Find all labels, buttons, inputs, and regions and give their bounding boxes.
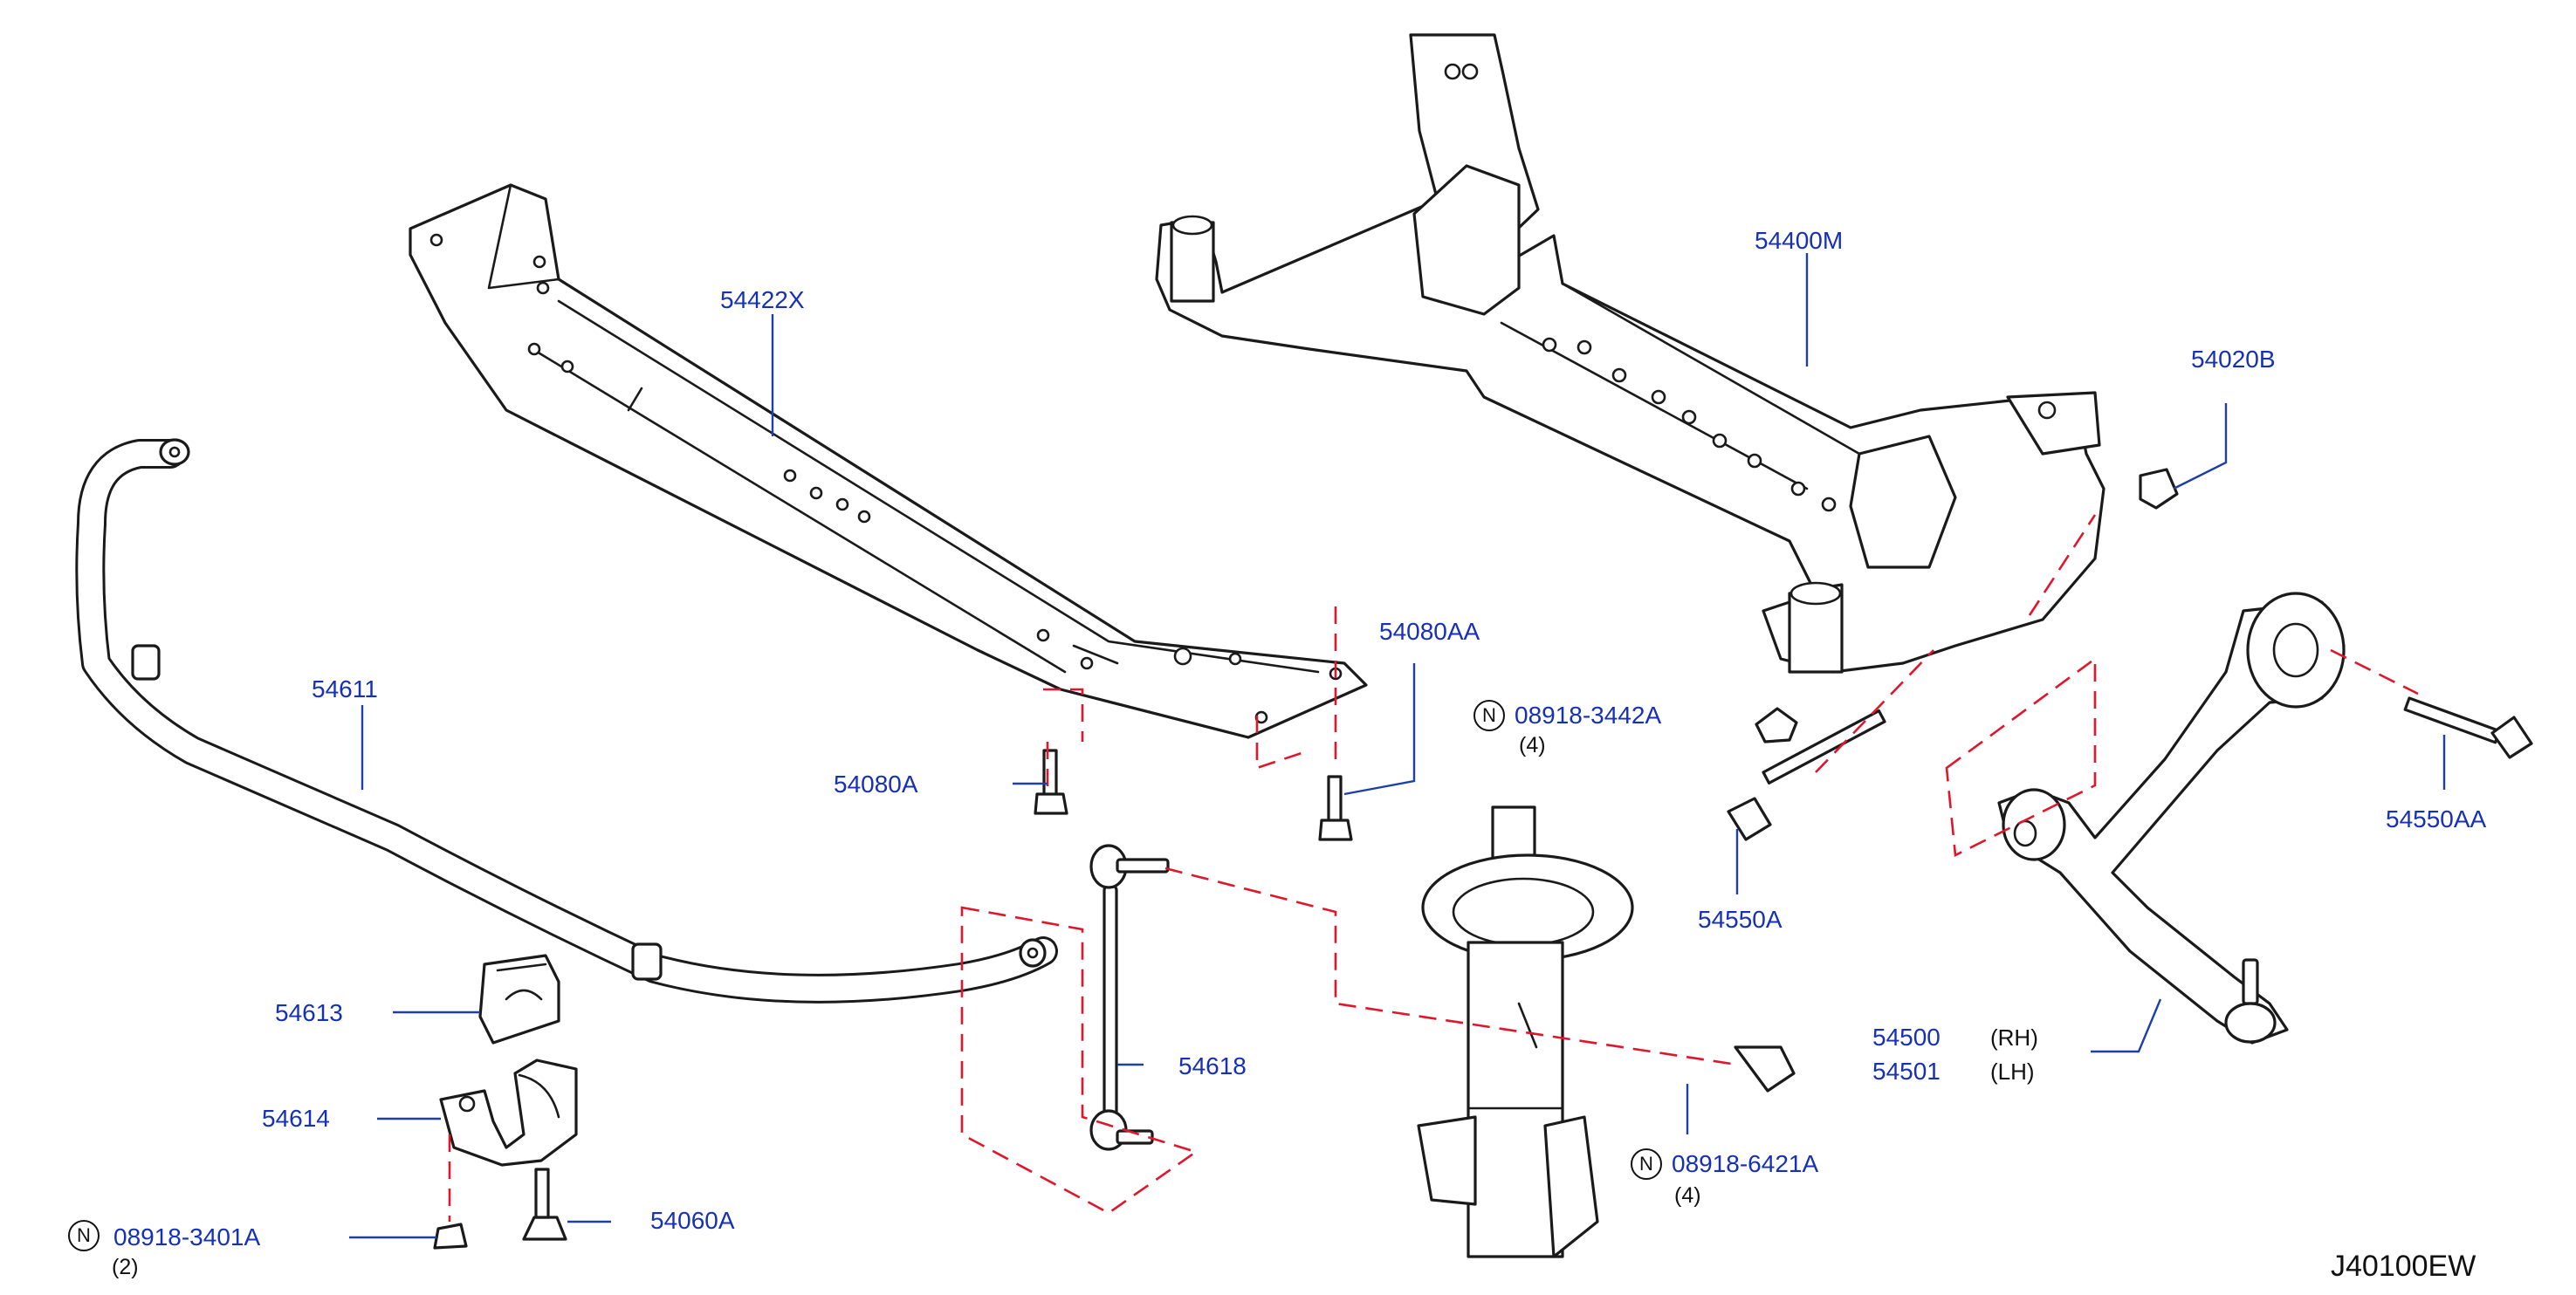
stabilizer-clamp-illustration (439, 1059, 578, 1167)
label-08918-3442A[interactable]: 08918-3442A (1515, 702, 1662, 729)
label-54618[interactable]: 54618 (1178, 1052, 1247, 1079)
strut-illustration (1417, 805, 1634, 1258)
side-lh: (LH) (1990, 1059, 2035, 1085)
label-54501[interactable]: 54501 (1872, 1058, 1941, 1085)
label-54550A[interactable]: 54550A (1698, 906, 1783, 933)
n-symbol-3442A: N (1473, 700, 1505, 731)
qty-3401A: (2) (112, 1255, 139, 1279)
stabilizer-bushing-illustration (478, 954, 560, 1045)
n-symbol-6421A: N (1631, 1148, 1662, 1180)
side-rh: (RH) (1990, 1024, 2038, 1051)
label-54400M[interactable]: 54400M (1755, 227, 1844, 254)
label-08918-3401A[interactable]: 08918-3401A (113, 1223, 261, 1250)
label-54614[interactable]: 54614 (262, 1105, 330, 1132)
phantom-lines (448, 514, 2419, 1222)
stabilizer-bar-illustration (75, 438, 1058, 1004)
label-54020B[interactable]: 54020B (2191, 346, 2276, 373)
label-54060A[interactable]: 54060A (650, 1207, 735, 1234)
stabilizer-link-illustration (1089, 844, 1170, 1151)
leader-lines (349, 253, 2446, 1239)
label-54080A[interactable]: 54080A (834, 771, 918, 798)
label-54613[interactable]: 54613 (275, 999, 343, 1026)
label-08918-6421A[interactable]: 08918-6421A (1672, 1150, 1819, 1177)
diagram-code: J40100EW (2331, 1250, 2476, 1283)
label-54611[interactable]: 54611 (312, 675, 378, 702)
label-54500[interactable]: 54500 (1872, 1024, 1941, 1051)
suspension-member-illustration (1155, 33, 2105, 674)
crossmember-bar-illustration (409, 183, 1368, 739)
qty-6421A: (4) (1674, 1183, 1701, 1208)
label-54550AA[interactable]: 54550AA (2386, 805, 2487, 832)
lower-arm-illustration (1997, 592, 2346, 1045)
fastener-illustrations (433, 468, 2533, 1250)
label-54080AA[interactable]: 54080AA (1379, 618, 1480, 645)
label-54422X[interactable]: 54422X (720, 286, 805, 313)
n-symbol-3401A: N (68, 1220, 100, 1251)
qty-3442A: (4) (1519, 733, 1546, 757)
